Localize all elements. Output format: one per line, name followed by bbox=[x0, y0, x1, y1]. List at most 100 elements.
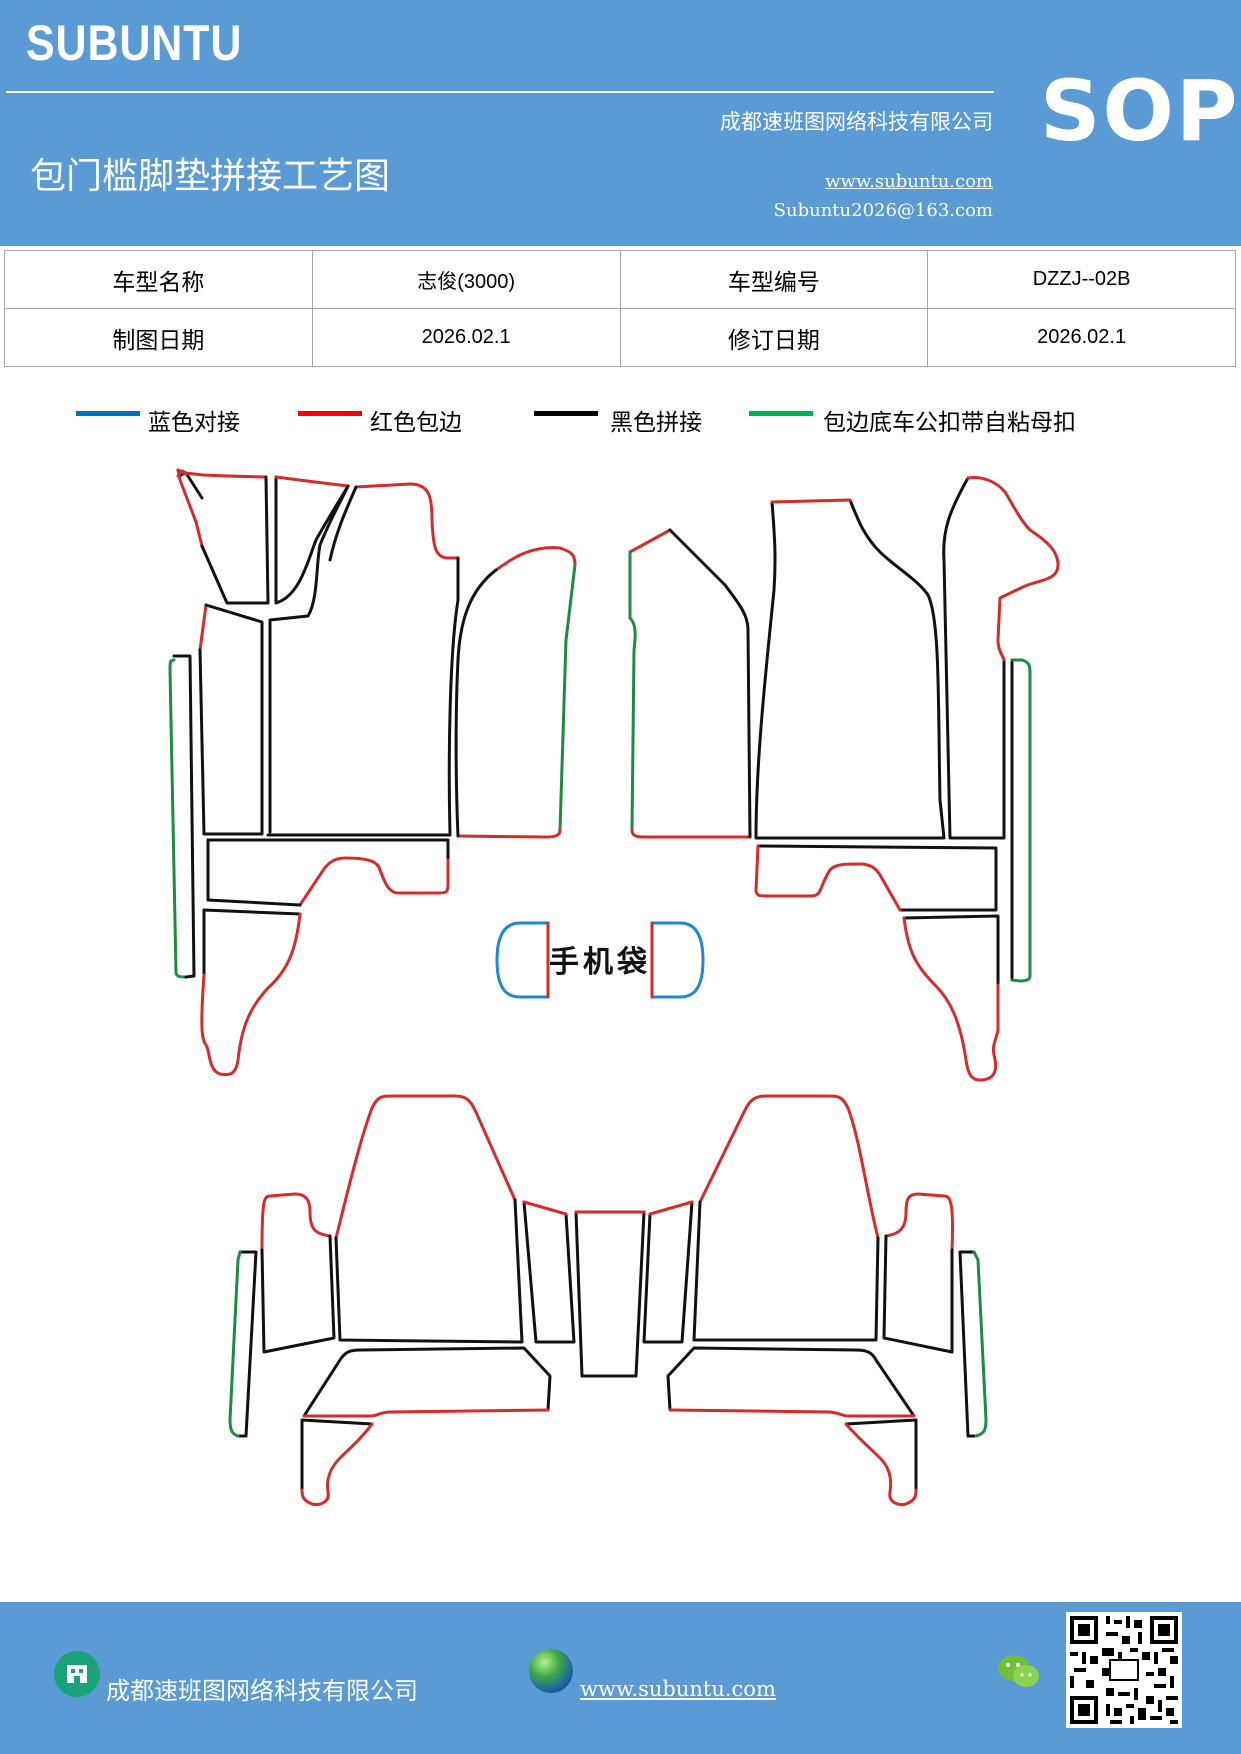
mat-edge bbox=[698, 1094, 880, 1240]
mat-piece bbox=[522, 1200, 576, 1344]
mat-edge bbox=[1010, 658, 1032, 983]
value-revise-date: 2026.02.1 bbox=[927, 308, 1236, 367]
mat-piece bbox=[756, 844, 998, 912]
mat-edge bbox=[228, 1250, 242, 1438]
mat-piece bbox=[882, 1234, 954, 1354]
mat-edge bbox=[630, 828, 752, 839]
label-model-name: 车型名称 bbox=[4, 250, 313, 309]
mat-edge bbox=[628, 550, 637, 832]
legend-swatch-green bbox=[749, 411, 813, 416]
header-email: Subuntu2026@163.com bbox=[773, 200, 993, 221]
mat-piece bbox=[236, 1250, 258, 1438]
value-model-code: DZZJ--02B bbox=[927, 250, 1236, 309]
mat-edge bbox=[628, 528, 672, 554]
mat-edge bbox=[966, 476, 1060, 662]
mat-edge bbox=[770, 498, 852, 504]
legend-label: 蓝色对接 bbox=[148, 410, 240, 436]
mat-piece bbox=[328, 485, 358, 562]
footer-bar: 成都速班图网络科技有限公司 www.subuntu.com bbox=[0, 1602, 1241, 1754]
legend-item-blue: 蓝色对接 bbox=[76, 400, 276, 440]
footer-website-link[interactable]: www.subuntu.com bbox=[580, 1677, 776, 1701]
mat-piece bbox=[666, 1346, 916, 1418]
header-website-link[interactable]: www.subuntu.com bbox=[825, 171, 993, 192]
rear-left-mats bbox=[228, 1094, 646, 1506]
mat-edge bbox=[884, 1192, 954, 1252]
mat-piece bbox=[200, 475, 270, 605]
globe-icon bbox=[529, 1649, 573, 1693]
legend-label: 包边底车公扣带自粘母扣 bbox=[823, 410, 1076, 436]
mat-piece bbox=[844, 1418, 918, 1492]
mat-piece bbox=[754, 498, 946, 840]
mat-edge bbox=[260, 1192, 332, 1252]
pouch-left-edge bbox=[495, 921, 550, 999]
mat-edge bbox=[648, 1200, 694, 1216]
pouch-label: 手机袋 bbox=[549, 945, 651, 980]
mat-piece bbox=[176, 468, 204, 548]
mat-piece bbox=[198, 603, 264, 836]
rear-right-mats bbox=[642, 1094, 988, 1506]
wechat-icon[interactable] bbox=[996, 1652, 1042, 1696]
table-row: 制图日期 2026.02.1 修订日期 2026.02.1 bbox=[4, 308, 1236, 367]
mat-piece bbox=[206, 838, 450, 862]
legend-item-green: 包边底车公扣带自粘母扣 bbox=[749, 400, 1149, 440]
page-title: 包门槛脚垫拼接工艺图 bbox=[30, 156, 391, 197]
mat-edge bbox=[334, 1094, 517, 1240]
mat-piece bbox=[260, 1234, 336, 1354]
mat-piece bbox=[692, 1200, 880, 1342]
mat-edge bbox=[844, 1422, 918, 1506]
mat-piece bbox=[574, 1210, 646, 1378]
mat-edge bbox=[558, 563, 577, 832]
mat-edge bbox=[300, 1422, 374, 1506]
legend-swatch-blue bbox=[76, 411, 140, 416]
mat-edge bbox=[754, 844, 902, 912]
mat-piece bbox=[202, 908, 302, 916]
mat-piece bbox=[958, 1250, 978, 1438]
mat-edge bbox=[302, 1408, 550, 1418]
mat-piece bbox=[274, 475, 350, 605]
mat-piece bbox=[454, 568, 498, 838]
table-row: 车型名称 志俊(3000) 车型编号 DZZJ--02B bbox=[4, 250, 1236, 309]
legend-swatch-red bbox=[298, 411, 362, 416]
building-icon bbox=[54, 1651, 100, 1697]
mat-edge bbox=[902, 916, 1000, 1082]
mat-piece bbox=[300, 1418, 374, 1492]
legend-label: 黑色拼接 bbox=[610, 410, 702, 436]
label-draw-date: 制图日期 bbox=[4, 308, 313, 367]
mat-edge bbox=[200, 912, 302, 1077]
value-draw-date: 2026.02.1 bbox=[311, 308, 621, 367]
mat-piece bbox=[902, 914, 1000, 987]
mat-piece bbox=[668, 528, 752, 839]
brand-logo: SUBUNTU bbox=[26, 15, 243, 71]
mat-piece bbox=[642, 1200, 694, 1344]
value-model-name: 志俊(3000) bbox=[311, 250, 621, 309]
mat-edge bbox=[168, 658, 188, 979]
pouch-right-edge bbox=[650, 921, 705, 999]
mat-edge bbox=[972, 1250, 988, 1438]
front-right-mats bbox=[628, 476, 1060, 1082]
mat-piece bbox=[334, 1198, 524, 1344]
mat-piece bbox=[942, 476, 1006, 840]
mat-piece bbox=[266, 556, 460, 837]
mat-edge bbox=[198, 603, 208, 652]
sop-badge: SOP bbox=[1040, 62, 1240, 160]
mat-edge bbox=[354, 482, 460, 560]
legend-swatch-black bbox=[534, 411, 598, 416]
mat-piece bbox=[302, 1346, 552, 1418]
mat-edge bbox=[298, 856, 450, 907]
front-left-mats bbox=[168, 468, 577, 1077]
mat-edge bbox=[176, 469, 267, 479]
mat-piece bbox=[206, 838, 302, 907]
mat-edge bbox=[274, 475, 350, 488]
vehicle-info-table: 车型名称 志俊(3000) 车型编号 DZZJ--02B 制图日期 2026.0… bbox=[4, 250, 1236, 367]
header-banner: SUBUNTU SOP 成都速班图网络科技有限公司 包门槛脚垫拼接工艺图 www… bbox=[0, 0, 1241, 246]
mat-edge bbox=[668, 1408, 916, 1418]
legend-item-red: 红色包边 bbox=[298, 400, 498, 440]
footer-company: 成都速班图网络科技有限公司 bbox=[106, 1677, 418, 1705]
mat-piece bbox=[172, 654, 196, 979]
phone-pouch: 手机袋 bbox=[495, 921, 705, 999]
label-model-code: 车型编号 bbox=[619, 250, 929, 309]
header-divider bbox=[6, 91, 994, 93]
mat-piece bbox=[268, 484, 350, 834]
legend-label: 红色包边 bbox=[370, 410, 462, 436]
